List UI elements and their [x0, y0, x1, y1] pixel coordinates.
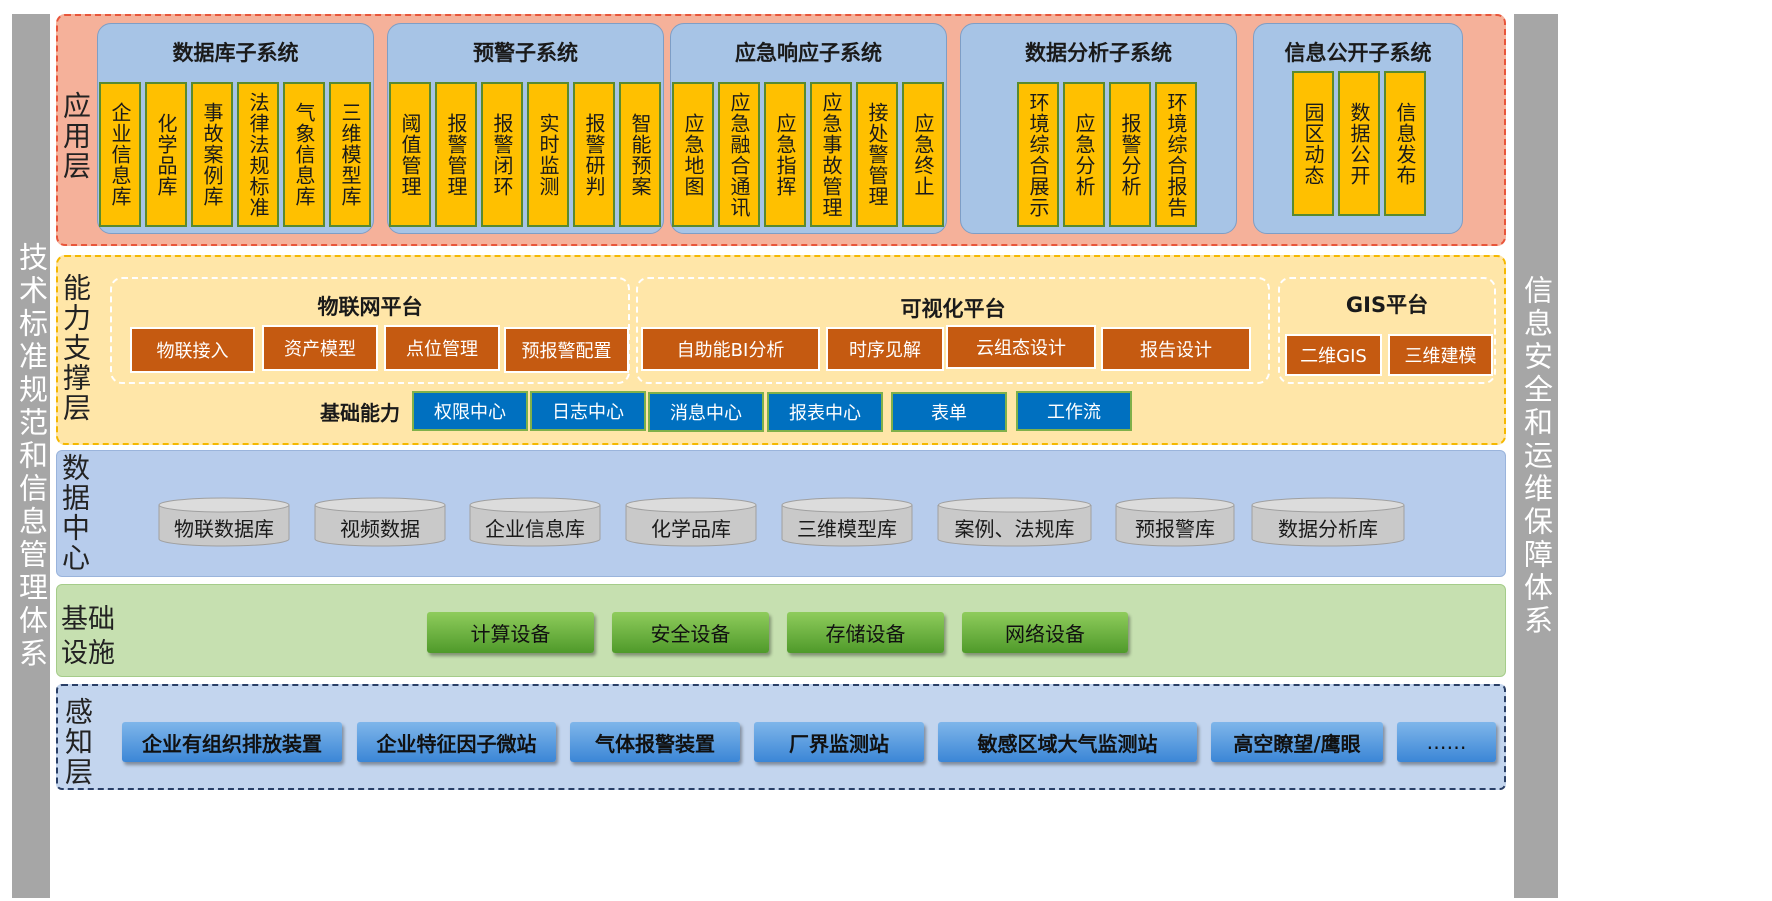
base-capability-label: 基础能力 [320, 401, 400, 425]
sensor-device-box[interactable]: 高空瞭望/鹰眼 [1211, 722, 1383, 762]
iot-platform: 物联网平台 物联接入 资产模型 点位管理 预报警配置 [110, 277, 630, 384]
database-cylinder[interactable]: 预报警库 [1115, 497, 1235, 547]
visualization-platform: 可视化平台 自助能BI分析 时序见解 云组态设计 报告设计 [636, 277, 1270, 384]
capability-box[interactable]: 预报警配置 [504, 327, 629, 373]
infrastructure-box[interactable]: 存储设备 [787, 612, 944, 653]
module-box[interactable]: 事故案例库 [191, 82, 233, 227]
base-capability-box[interactable]: 表单 [891, 392, 1007, 432]
capability-box[interactable]: 二维GIS [1285, 334, 1382, 376]
right-bar-label: 信息安全和运维保障体系 [1519, 274, 1554, 638]
capability-box[interactable]: 云组态设计 [946, 325, 1096, 369]
database-cylinder[interactable]: 视频数据 [314, 497, 446, 547]
sensor-device-box[interactable]: 气体报警装置 [570, 722, 740, 762]
sensor-device-box[interactable]: 敏感区域大气监测站 [938, 722, 1197, 762]
module-box[interactable]: 报警管理 [435, 82, 477, 227]
module-box[interactable]: 气象信息库 [283, 82, 325, 227]
capability-box[interactable]: 点位管理 [384, 325, 500, 371]
capability-box[interactable]: 自助能BI分析 [641, 327, 820, 371]
infrastructure-box[interactable]: 网络设备 [962, 612, 1128, 653]
sensor-device-box[interactable]: 厂界监测站 [754, 722, 924, 762]
subsystem-warning: 预警子系统 阈值管理 报警管理 报警闭环 实时监测 报警研判 智能预案 [387, 23, 664, 234]
module-box[interactable]: 三维模型库 [329, 82, 371, 227]
module-box[interactable]: 接处警管理 [856, 82, 898, 227]
subsystem-disclosure: 信息公开子系统 园区动态 数据公开 信息发布 [1253, 23, 1463, 234]
left-standards-bar: 技术标准规范和信息管理体系 [12, 14, 50, 898]
module-box[interactable]: 应急融合通讯 [718, 82, 760, 227]
module-box[interactable]: 园区动态 [1292, 71, 1334, 216]
base-capability-box[interactable]: 报表中心 [767, 392, 883, 432]
module-box[interactable]: 报警闭环 [481, 82, 523, 227]
platform-title: 可视化平台 [900, 297, 1006, 321]
module-box[interactable]: 报警研判 [573, 82, 615, 227]
subsystem-emergency: 应急响应子系统 应急地图 应急融合通讯 应急指挥 应急事故管理 接处警管理 应急… [670, 23, 947, 234]
base-capability-box[interactable]: 工作流 [1016, 391, 1132, 431]
module-box[interactable]: 化学品库 [145, 82, 187, 227]
module-box[interactable]: 法律法规标准 [237, 82, 279, 227]
module-box[interactable]: 报警分析 [1109, 82, 1151, 227]
capability-box[interactable]: 时序见解 [826, 327, 944, 371]
database-cylinder[interactable]: 化学品库 [625, 497, 757, 547]
module-box[interactable]: 实时监测 [527, 82, 569, 227]
capability-layer-label: 能力支撑层 [59, 273, 92, 423]
left-bar-label: 技术标准规范和信息管理体系 [14, 241, 49, 671]
module-box[interactable]: 应急指挥 [764, 82, 806, 227]
perception-layer-label: 感知层 [61, 697, 94, 787]
platform-title: GIS平台 [1345, 293, 1429, 317]
database-cylinder[interactable]: 数据分析库 [1251, 497, 1405, 547]
module-box[interactable]: 应急地图 [672, 82, 714, 227]
right-security-bar: 信息安全和运维保障体系 [1514, 14, 1558, 898]
infrastructure-box[interactable]: 计算设备 [427, 612, 594, 653]
subsystem-analysis: 数据分析子系统 环境综合展示 应急分析 报警分析 环境综合报告 [960, 23, 1237, 234]
module-box[interactable]: 数据公开 [1338, 71, 1380, 216]
database-cylinder[interactable]: 三维模型库 [781, 497, 913, 547]
base-capability-box[interactable]: 日志中心 [530, 391, 646, 431]
module-box[interactable]: 企业信息库 [99, 82, 141, 227]
infrastructure-box[interactable]: 安全设备 [612, 612, 769, 653]
gis-platform: GIS平台 二维GIS 三维建模 [1278, 277, 1496, 384]
module-box[interactable]: 智能预案 [619, 82, 661, 227]
module-box[interactable]: 信息发布 [1384, 71, 1426, 216]
module-box[interactable]: 环境综合展示 [1017, 82, 1059, 227]
capability-box[interactable]: 物联接入 [130, 327, 255, 373]
module-box[interactable]: 阈值管理 [389, 82, 431, 227]
data-center-layer-label: 数据中心 [58, 453, 91, 573]
sensor-device-box[interactable]: 企业特征因子微站 [357, 722, 556, 762]
application-layer-label: 应用层 [59, 91, 92, 181]
database-cylinder[interactable]: 案例、法规库 [937, 497, 1092, 547]
module-box[interactable]: 应急事故管理 [810, 82, 852, 227]
application-layer: 应用层 数据库子系统 企业信息库 化学品库 事故案例库 法律法规标准 气象信息库… [56, 14, 1506, 246]
more-devices-box[interactable]: …… [1397, 722, 1496, 762]
subsystem-database: 数据库子系统 企业信息库 化学品库 事故案例库 法律法规标准 气象信息库 三维模… [97, 23, 374, 234]
platform-title: 物联网平台 [317, 295, 423, 319]
subsystem-title: 信息公开子系统 [1284, 41, 1432, 65]
database-cylinder[interactable]: 物联数据库 [158, 497, 290, 547]
database-cylinder[interactable]: 企业信息库 [469, 497, 601, 547]
subsystem-title: 数据分析子系统 [1025, 41, 1172, 65]
base-capability-box[interactable]: 权限中心 [412, 391, 528, 431]
sensor-device-box[interactable]: 企业有组织排放装置 [122, 722, 342, 762]
module-box[interactable]: 环境综合报告 [1155, 82, 1197, 227]
infrastructure-layer-label: 基础 设施 [61, 604, 115, 669]
capability-box[interactable]: 三维建模 [1388, 334, 1493, 376]
capability-box[interactable]: 资产模型 [262, 325, 378, 371]
subsystem-title: 数据库子系统 [172, 41, 299, 65]
module-box[interactable]: 应急终止 [902, 82, 944, 227]
module-box[interactable]: 应急分析 [1063, 82, 1105, 227]
subsystem-title: 预警子系统 [473, 41, 578, 65]
base-capability-box[interactable]: 消息中心 [648, 392, 764, 432]
subsystem-title: 应急响应子系统 [735, 41, 882, 65]
capability-layer: 能力支撑层 物联网平台 物联接入 资产模型 点位管理 预报警配置 可视化平台 自… [56, 255, 1506, 445]
capability-box[interactable]: 报告设计 [1101, 327, 1251, 371]
infrastructure-layer: 基础 设施 [56, 584, 1506, 677]
